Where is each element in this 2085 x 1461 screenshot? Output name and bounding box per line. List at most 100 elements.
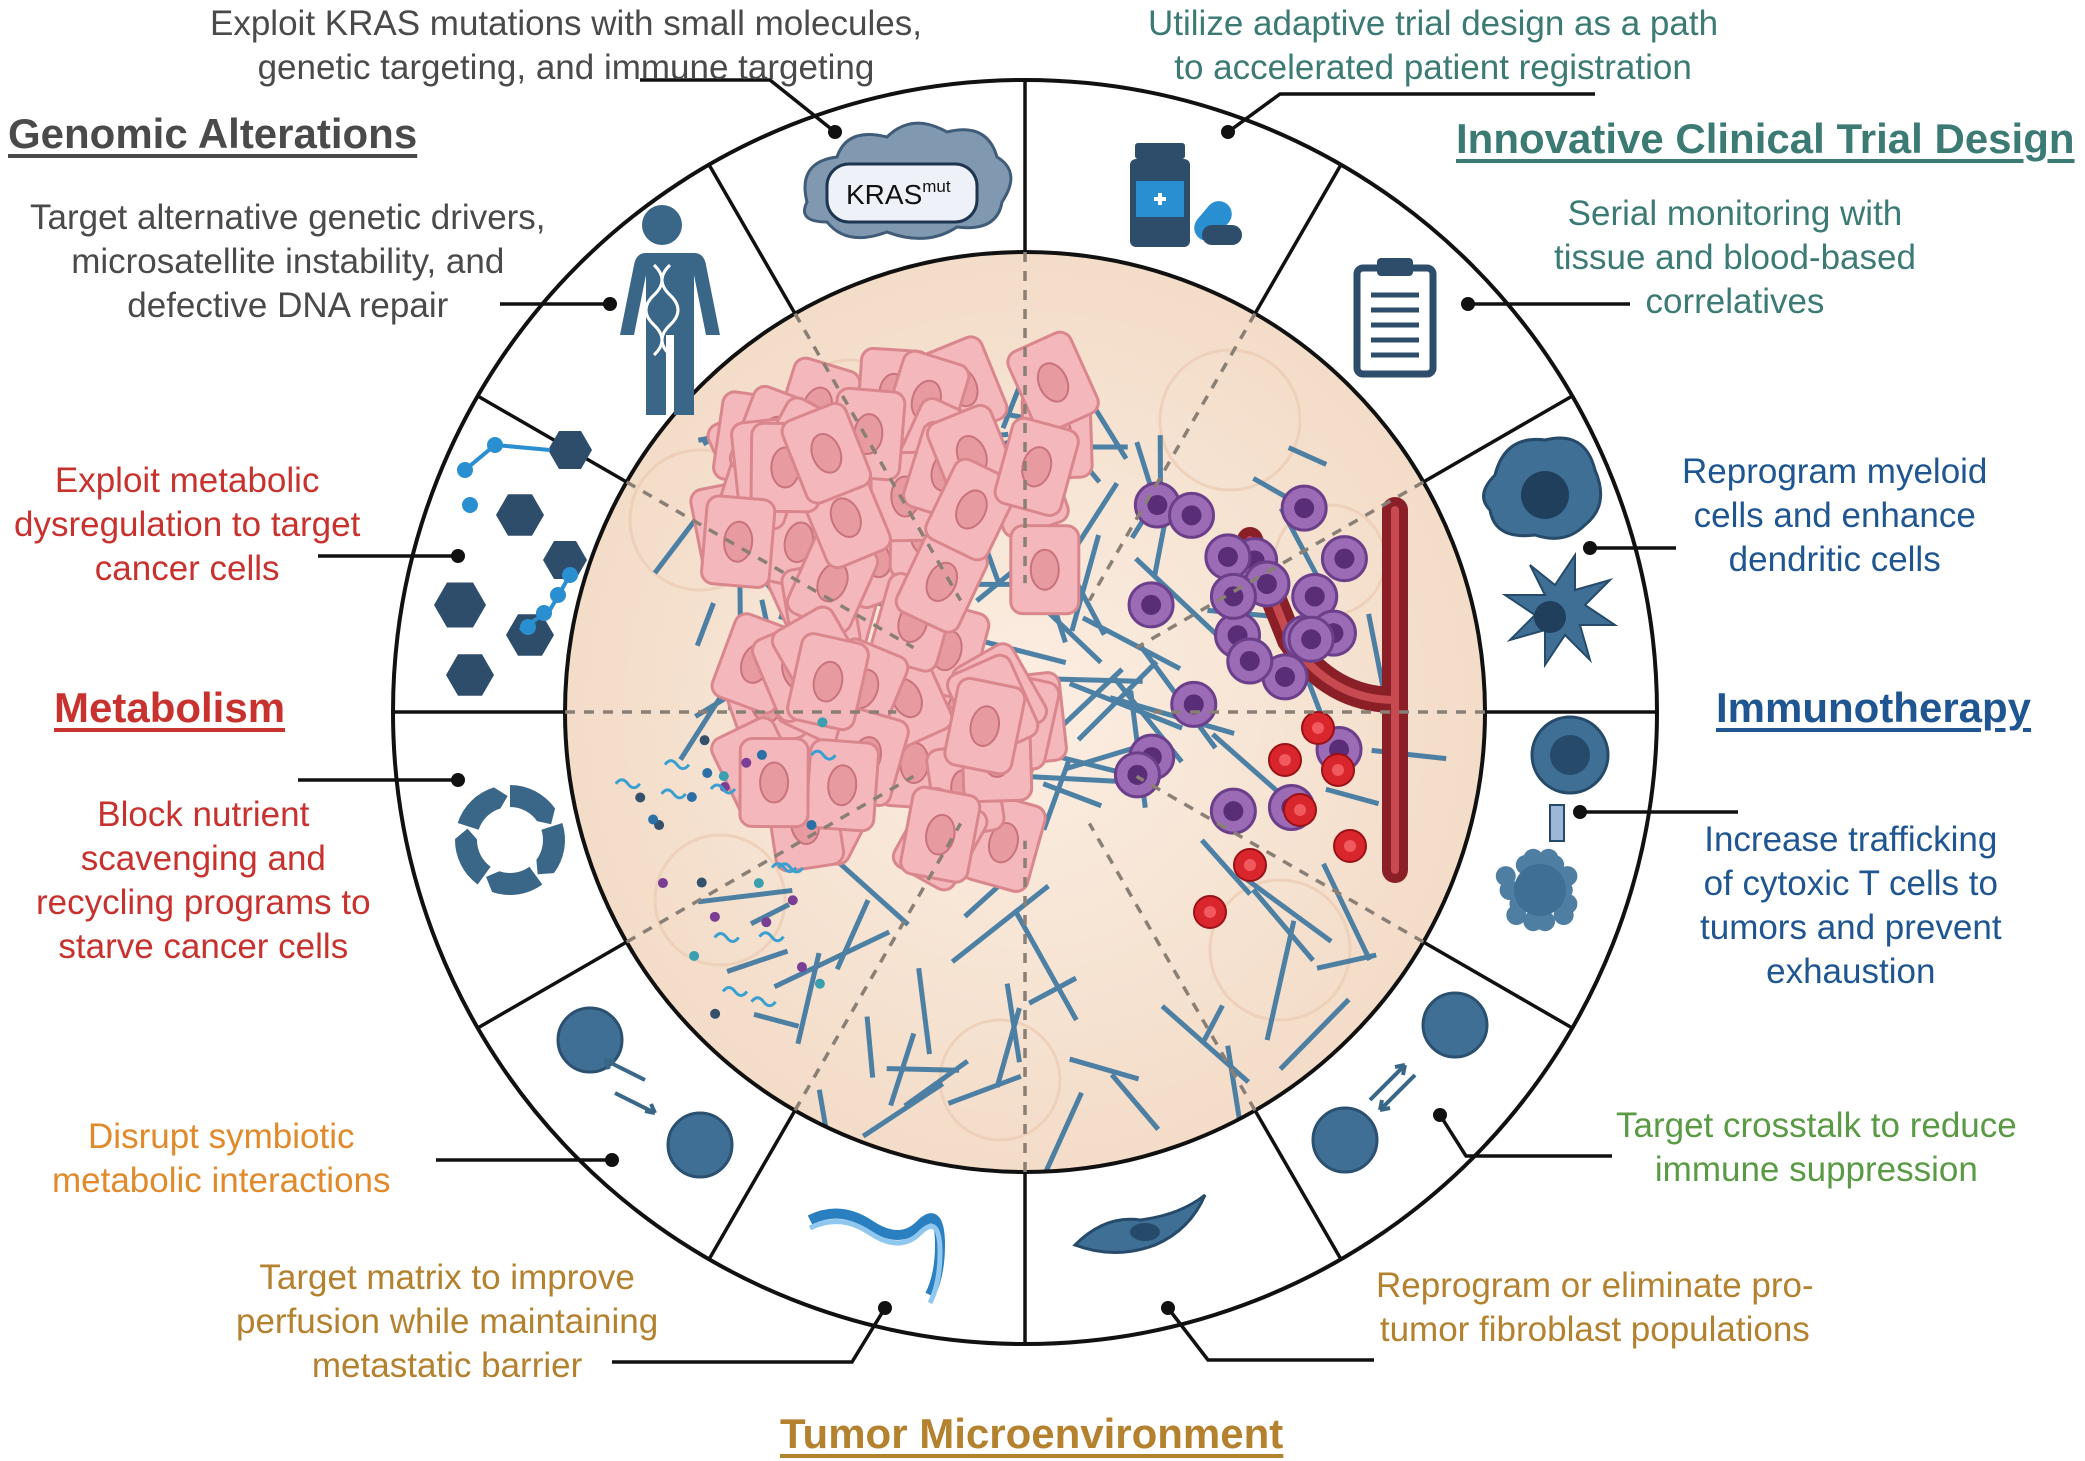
note-crosstalk: Target crosstalk to reduce immune suppre…	[1616, 1104, 2017, 1192]
note-line: Reprogram myeloid	[1682, 452, 1988, 491]
note-line: Target matrix to improve	[259, 1258, 635, 1297]
leader-line	[1438, 1114, 1612, 1158]
stroma-fiber	[1041, 758, 1072, 831]
stroma-fiber	[1316, 952, 1377, 971]
stroma-fiber	[795, 952, 822, 1045]
stroma-fiber	[1068, 1056, 1140, 1082]
immune-cell	[1209, 572, 1257, 620]
sector-boundary	[1087, 822, 1257, 1112]
metabolite	[614, 778, 642, 790]
note-t-cell-trafficking: Increase trafficking of cytoxic T cells …	[1700, 818, 2002, 994]
stroma-fiber	[1252, 476, 1290, 501]
note-line: tissue and blood-based	[1554, 238, 1916, 277]
leader-dot	[605, 1153, 619, 1167]
note-fibroblast: Reprogram or eliminate pro- tumor fibrob…	[1376, 1264, 1814, 1352]
metabolite	[758, 931, 785, 943]
leader-dot	[451, 549, 465, 563]
stroma-fiber	[1251, 887, 1315, 962]
leader-line	[1226, 92, 1595, 134]
note-line: Exploit metabolic	[54, 461, 320, 500]
stroma-fiber	[1068, 681, 1183, 731]
heading-clinical-trial-design: Innovative Clinical Trial Design	[1456, 115, 2075, 162]
note-line: cells and enhance	[1693, 496, 1976, 535]
ring-divider	[1422, 940, 1574, 1030]
note-line: exhaustion	[1766, 952, 1936, 991]
stroma-fiber	[1042, 781, 1103, 809]
metabolite	[660, 788, 687, 800]
tumor-cell	[780, 401, 873, 505]
metabolite	[689, 950, 700, 961]
note-genetic-drivers: Target alternative genetic drivers, micr…	[30, 196, 546, 328]
stroma-fiber	[994, 1007, 1022, 1088]
immune-cell	[1287, 615, 1335, 663]
recycling-arrows-icon	[455, 785, 565, 895]
cell-crosstalk-icon	[1311, 991, 1489, 1174]
stroma-fiber	[1032, 1091, 1084, 1172]
tumor-cell	[943, 676, 1027, 776]
stroma-fiber	[1076, 660, 1159, 742]
stroma-fiber	[888, 1032, 917, 1107]
leader-line	[640, 78, 837, 134]
stroma-fiber	[1073, 579, 1107, 636]
metabolite	[787, 895, 798, 906]
stroma-fiber	[1201, 1004, 1225, 1043]
metabolite	[696, 877, 707, 888]
ring-divider	[707, 163, 797, 315]
metabolite	[810, 749, 837, 761]
sector-boundary	[625, 774, 915, 944]
note-line: metastatic barrier	[311, 1346, 583, 1385]
metabolite	[686, 792, 697, 803]
tumor-cell	[1009, 524, 1081, 616]
heading-immunotherapy: Immunotherapy	[1716, 684, 2032, 731]
medicine-bottle-icon	[1130, 143, 1242, 247]
ring-divider	[476, 940, 628, 1030]
heading-tumor-microenvironment: Tumor Microenvironment	[780, 1410, 1284, 1457]
tumor-cell	[700, 494, 777, 589]
sector-boundary	[793, 822, 963, 1112]
note-serial-monitoring: Serial monitoring with tissue and blood-…	[1554, 192, 1916, 324]
note-line: recycling programs to	[36, 883, 371, 922]
note-line: perfusion while maintaining	[236, 1302, 659, 1341]
stroma-fiber	[1325, 786, 1380, 807]
leader-dot	[1583, 541, 1597, 555]
note-line: microsatellite instability, and	[71, 242, 505, 281]
sector-boundary	[625, 480, 915, 650]
red-blood-cell	[1321, 753, 1355, 787]
metabolite	[741, 757, 752, 768]
stroma-fiber	[753, 1011, 800, 1029]
immune-cell	[1291, 572, 1339, 620]
leader-dot	[1433, 1108, 1447, 1122]
stroma-fiber	[827, 851, 910, 927]
human-dna-icon	[620, 205, 720, 415]
note-line: Target alternative genetic drivers,	[30, 198, 546, 237]
fibroblast-icon	[1072, 1193, 1207, 1254]
leader-dot	[1221, 125, 1235, 139]
metabolite	[648, 814, 659, 825]
immune-cell	[1226, 637, 1274, 685]
note-line: Increase trafficking	[1704, 820, 1998, 859]
stroma-fiber	[1160, 1004, 1250, 1084]
note-symbiotic-interactions: Disrupt symbiotic metabolic interactions	[52, 1115, 391, 1203]
note-reprogram-myeloid: Reprogram myeloid cells and enhance dend…	[1682, 450, 1987, 582]
immune-cell	[1320, 535, 1368, 583]
tumor-cell	[786, 632, 870, 732]
metabolite	[814, 978, 825, 989]
immune-cell	[1204, 533, 1252, 581]
note-line: metabolic interactions	[52, 1161, 391, 1200]
stroma-fiber	[864, 1016, 876, 1078]
metabolite	[753, 878, 764, 889]
heading-genomic-alterations: Genomic Alterations	[8, 110, 418, 157]
collagen-fiber-icon	[807, 1208, 946, 1305]
stroma-fiber	[886, 1066, 960, 1073]
note-line: defective DNA repair	[127, 286, 449, 325]
t-cell-killing-icon	[1495, 715, 1610, 932]
metabolite	[761, 917, 772, 928]
stroma-fiber	[749, 902, 791, 926]
sector-boundary	[1135, 480, 1425, 650]
ring-divider	[1253, 1109, 1343, 1261]
leader-dot	[1161, 1301, 1175, 1315]
red-blood-cell	[1233, 848, 1267, 882]
metabolite	[713, 932, 740, 944]
tumor-tissue-illustration	[565, 252, 1485, 1172]
